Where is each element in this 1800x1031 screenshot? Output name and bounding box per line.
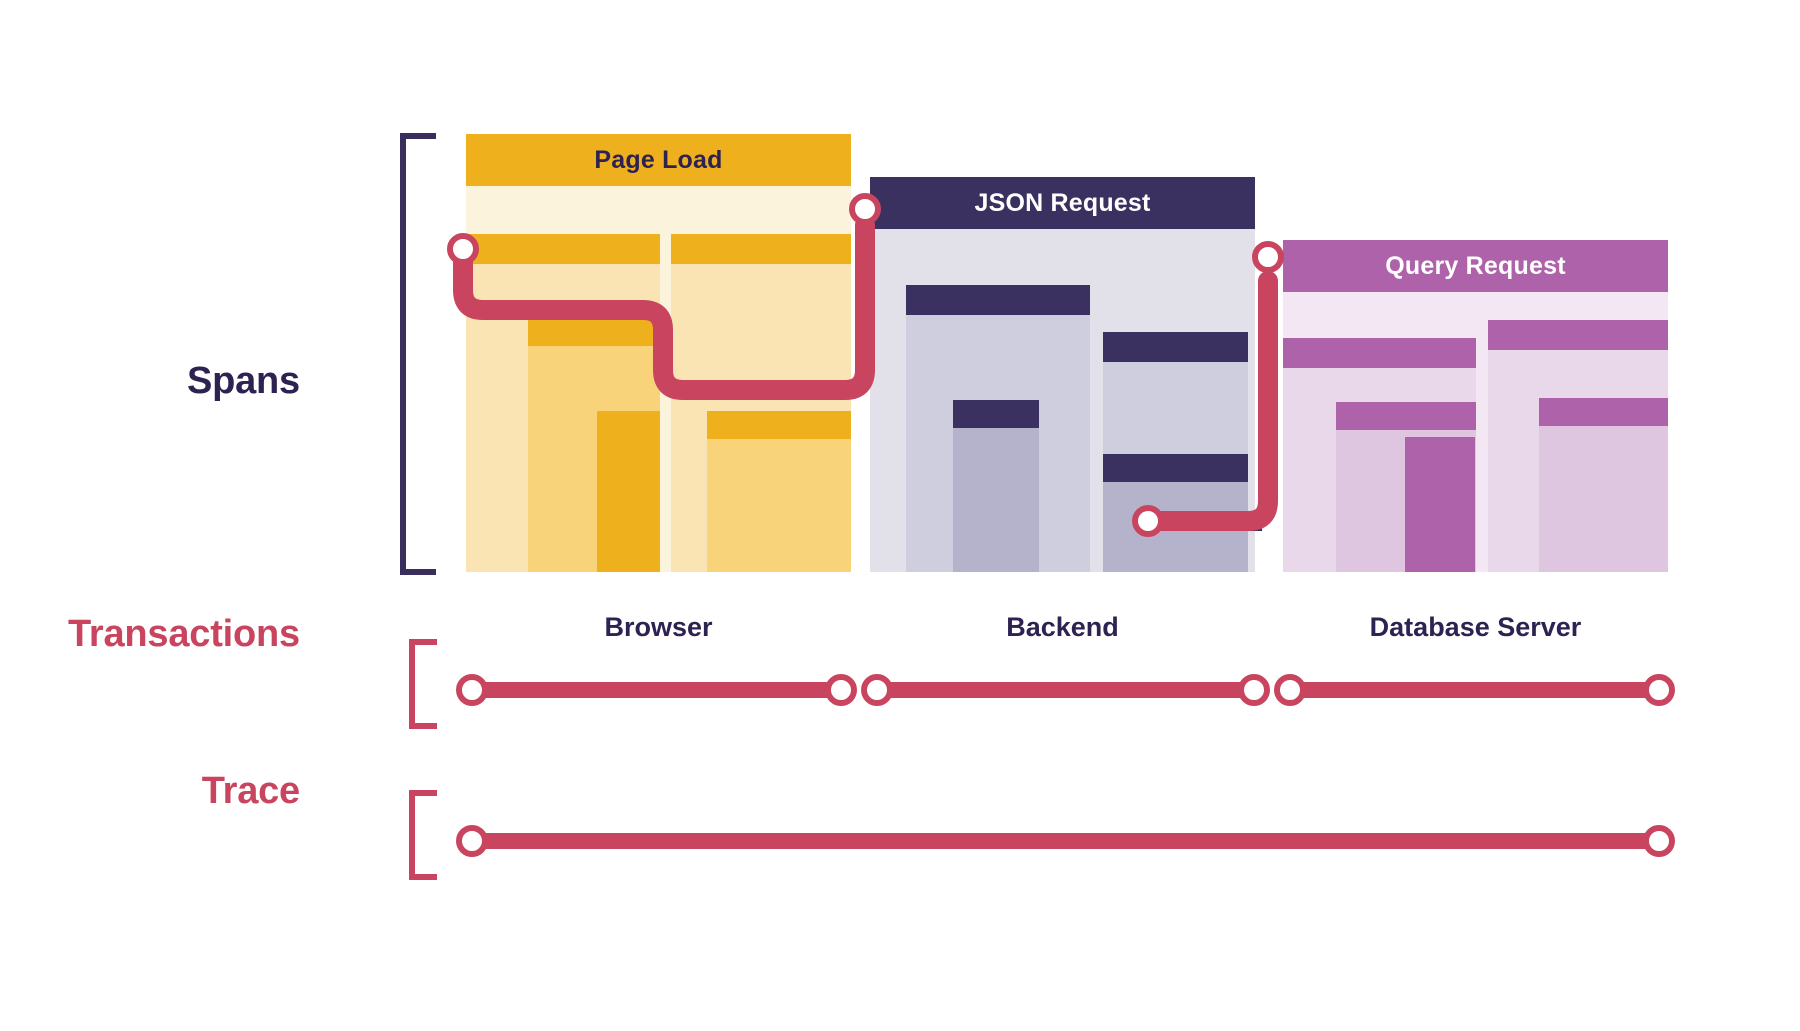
span-backend-connector-bar [1148,511,1262,531]
span-db-5-body [1539,398,1668,572]
row-label-trace: Trace [201,770,301,812]
span-browser-5-cap [707,411,851,439]
span-backend-2[interactable] [953,400,1039,572]
service-name-database-server: Database Server [1369,612,1582,642]
row-label-transactions: Transactions [67,613,300,655]
transaction-header-query-request-label: Query Request [1385,251,1566,280]
span-backend-3-cap [1103,332,1248,362]
span-browser-5[interactable] [707,411,851,572]
span-backend-4-cap [1103,454,1248,482]
span-db-5-cap [1539,398,1668,426]
transaction-node-browser-end[interactable] [825,674,857,706]
transaction-node-database-start[interactable] [1274,674,1306,706]
transaction-segment-backend[interactable] [870,682,1255,698]
transaction-header-query-request[interactable]: Query Request [1283,240,1668,292]
connector-node-database-start[interactable] [1252,241,1284,273]
trace-node-end[interactable] [1643,825,1675,857]
transaction-header-page-load[interactable]: Page Load [466,134,851,186]
span-browser-3-cap [597,411,660,439]
span-db-3[interactable] [1405,437,1475,572]
span-db-4-cap [1488,320,1668,350]
connector-node-backend-start[interactable] [849,193,881,225]
transaction-header-json-request[interactable]: JSON Request [870,177,1255,229]
span-backend-2-body [953,400,1039,572]
service-name-browser: Browser [604,612,713,642]
trace-segment[interactable] [466,833,1668,849]
transaction-segment-database[interactable] [1283,682,1668,698]
span-browser-2-cap [528,318,660,346]
bracket-spans [400,133,436,575]
span-backend-2-cap [953,400,1039,428]
transaction-segment-browser[interactable] [466,682,851,698]
connector-node-backend-exit[interactable] [1132,505,1164,537]
span-db-1-cap [1283,338,1476,368]
span-browser-1-cap [466,234,660,264]
connector-node-browser-start[interactable] [447,233,479,265]
bracket-trace [409,790,437,880]
span-db-2-cap [1336,402,1476,430]
row-label-spans: Spans [186,360,300,402]
transaction-node-browser-start[interactable] [456,674,488,706]
transaction-header-page-load-label: Page Load [594,145,723,174]
span-db-3-cap [1405,437,1475,465]
transaction-node-database-end[interactable] [1643,674,1675,706]
transaction-node-backend-end[interactable] [1238,674,1270,706]
trace-node-start[interactable] [456,825,488,857]
service-block-browser[interactable]: Page Load [466,134,851,572]
transaction-node-backend-start[interactable] [861,674,893,706]
bracket-transactions [409,639,437,729]
service-name-backend: Backend [1006,612,1119,642]
service-block-database-server[interactable]: Query Request [1283,240,1668,572]
span-db-5[interactable] [1539,398,1668,572]
transaction-header-json-request-label: JSON Request [974,188,1151,217]
span-backend-1-cap [906,285,1090,315]
span-browser-4-cap [671,234,851,264]
span-browser-3[interactable] [597,411,660,572]
